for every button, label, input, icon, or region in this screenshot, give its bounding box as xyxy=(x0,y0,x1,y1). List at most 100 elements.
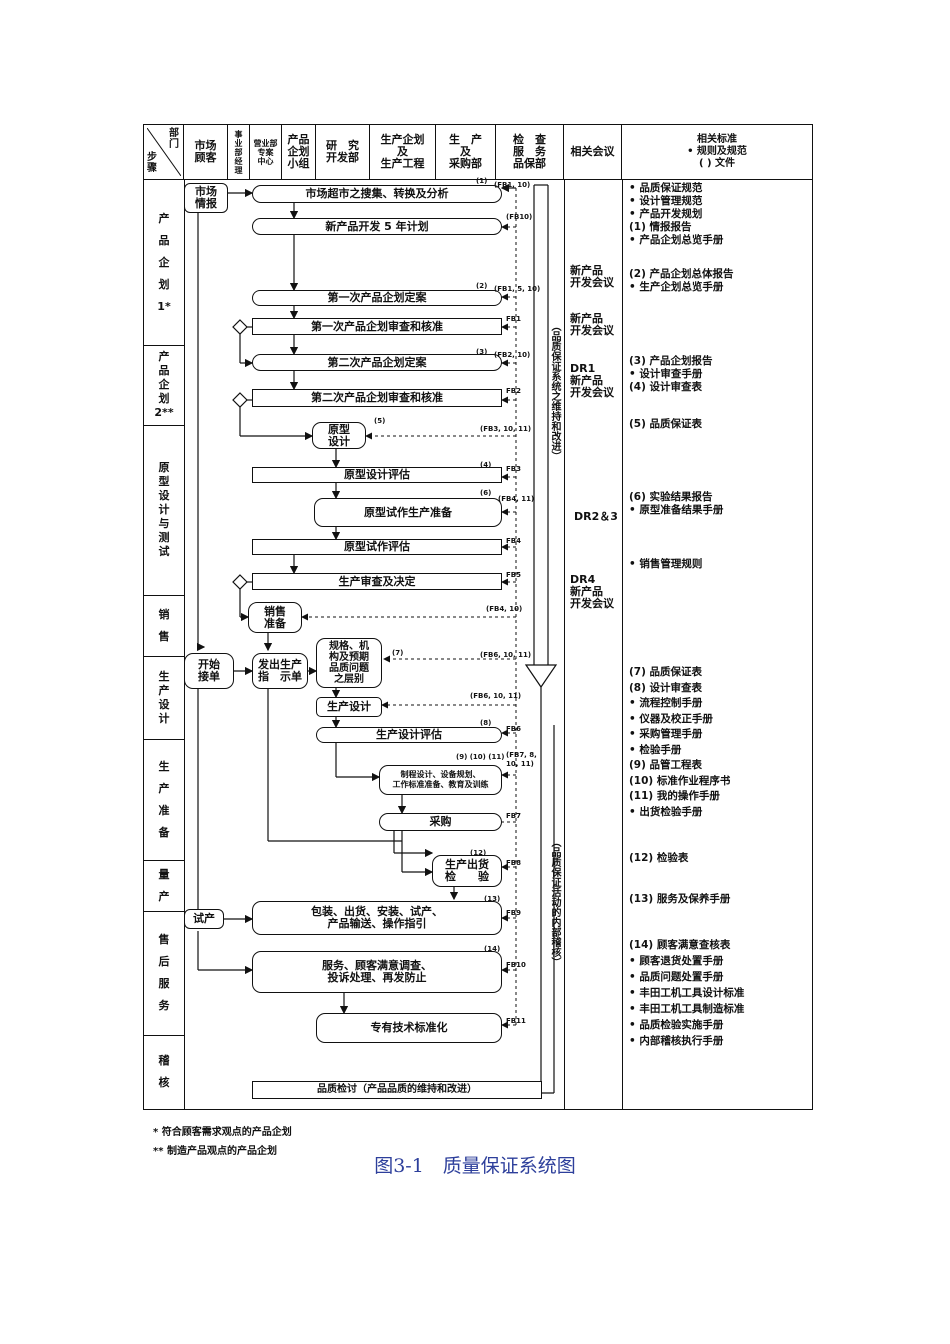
box-review-1: 第一次产品企划审查和核准 xyxy=(252,318,502,335)
header-production: 生产企划 及 生产工程 xyxy=(370,125,436,179)
phase-divider xyxy=(144,911,184,912)
ref-label: (FB3, 10, 11) xyxy=(480,425,532,433)
ref-label: (FB6, 10, 11) xyxy=(480,651,532,659)
meeting-new-product-2: 新产品 开发会议 xyxy=(570,312,614,337)
header-market: 市场 顾客 xyxy=(184,125,228,179)
box-open-order: 开始 接单 xyxy=(184,653,234,689)
ref-label: (FB6, 10, 11) xyxy=(470,692,522,700)
ref-label: (FB1, 10) xyxy=(494,181,531,189)
box-review-2: 第二次产品企划审查和核准 xyxy=(252,389,502,407)
ref-label: FB10 xyxy=(506,961,526,969)
standards-group-9: (13) 服务及保养手册 xyxy=(629,893,731,905)
box-trial-run: 试产 xyxy=(184,909,224,929)
quality-assurance-system-chart: 部 门 步 骤 市场 顾客 事 业 部 经 理 营业部 专案 中心 产品 企划 … xyxy=(143,124,813,1110)
phase-planning-2: 产 品 企 划 2** xyxy=(154,350,174,419)
ref-label: (9) (10) (11) xyxy=(456,753,505,761)
ref-label: (FB1, 5, 10) xyxy=(494,285,541,293)
phase-audit: 稽 核 xyxy=(158,1054,170,1089)
box-trial-prep: 原型试作生产准备 xyxy=(314,498,502,527)
phase-planning-1: 产 品 企 划 1* xyxy=(157,212,171,313)
box-facility-planning: 制程设计、设备规划、 工作标准准备、教育及训练 xyxy=(379,765,502,795)
box-collect-analysis: 市场超市之搜集、转换及分析 xyxy=(252,185,502,203)
phase-divider xyxy=(144,656,184,657)
header-planning: 产品 企划 小组 xyxy=(282,125,316,179)
meeting-new-product-1: 新产品 开发会议 xyxy=(570,264,614,289)
ref-label: FB8 xyxy=(506,859,521,867)
box-plan-2: 第二次产品企划定案 xyxy=(252,354,502,371)
standards-group-7: (7) 品质保证表 (8) 设计审查表 • 流程控制手册 • 仪器及校正手册 •… xyxy=(629,666,731,818)
header-business: 事 业 部 经 理 xyxy=(228,125,250,179)
box-shipping-inspection: 生产出货 检 验 xyxy=(432,855,502,887)
header-step: 步 骤 xyxy=(147,152,157,174)
box-production-design: 生产设计 xyxy=(316,697,382,717)
phase-mass-production: 量 产 xyxy=(158,867,170,903)
box-five-year-plan: 新产品开发 5 年计划 xyxy=(252,218,502,235)
phase-production-design: 生 产 设 计 xyxy=(158,669,170,725)
box-standardization: 专有技术标准化 xyxy=(316,1013,502,1043)
corner-diagonal xyxy=(146,127,182,177)
header-meetings: 相关会议 xyxy=(564,125,622,179)
ref-label: (8) xyxy=(480,719,492,727)
footnote-1: * 符合顾客需求观点的产品企划 xyxy=(153,1127,292,1138)
ref-label: FB4 xyxy=(506,537,521,545)
ref-label: FB6 xyxy=(506,725,521,733)
ref-label: FB2 xyxy=(506,387,521,395)
ref-label: (FB7, 8, 10, 11) xyxy=(506,751,537,768)
standards-group-2: (2) 产品企划总体报告 • 生产企划总览手册 xyxy=(629,268,734,293)
standards-group-8: (12) 检验表 xyxy=(629,852,689,864)
meetings-column-divider xyxy=(564,179,565,1109)
box-issue-order: 发出生产 指 示单 xyxy=(252,653,308,689)
phase-divider xyxy=(144,860,184,861)
box-specification: 规格、机 构及预期 品质问题 之层别 xyxy=(316,638,382,688)
ref-label: FB9 xyxy=(506,909,521,917)
box-market-info: 市场 情报 xyxy=(184,183,228,213)
ref-label: (FB2, 10) xyxy=(494,351,531,359)
ref-label: (FB4, 10) xyxy=(486,605,523,613)
standards-group-10: (14) 顾客满意查核表 • 顾客退货处置手册 • 品质问题处置手册 • 丰田工… xyxy=(629,939,745,1047)
header-research: 研 究 开发部 xyxy=(316,125,370,179)
ref-label: (7) xyxy=(392,649,404,657)
ref-label: FB1 xyxy=(506,315,521,323)
box-production-review: 生产审查及决定 xyxy=(252,573,502,590)
ref-label: (13) xyxy=(484,895,501,903)
meeting-dr2-3: DR2＆3 xyxy=(574,510,618,523)
box-plan-1: 第一次产品企划定案 xyxy=(252,290,502,306)
ref-label: FB5 xyxy=(506,571,521,579)
ref-label: FB3 xyxy=(506,465,521,473)
figure-caption: 图3-1 质量保证系统图 xyxy=(374,1155,576,1177)
ref-label: (FB10) xyxy=(506,213,533,221)
meeting-dr1: DR1 新产品 开发会议 xyxy=(570,362,614,399)
ref-label: (14) xyxy=(484,945,501,953)
box-prototype-design: 原型 设计 xyxy=(312,422,366,449)
footnote-2: ** 制造产品观点的产品企划 xyxy=(153,1146,277,1157)
phase-production-prep: 生 产 准 备 xyxy=(158,759,170,839)
standards-group-5: (6) 实验结果报告 • 原型准备结果手册 xyxy=(629,491,724,516)
box-trial-eval: 原型试作评估 xyxy=(252,539,502,555)
standards-group-1: • 品质保证规范 • 设计管理规范 • 产品开发规划 (1) 情报报告 • 产品… xyxy=(629,182,724,246)
phase-divider xyxy=(144,425,184,426)
ref-label: (6) xyxy=(480,489,492,497)
phase-divider xyxy=(144,345,184,346)
ref-label: (5) xyxy=(374,417,386,425)
ref-label: FB7 xyxy=(506,812,521,820)
ref-label: (3) xyxy=(476,348,488,356)
phase-sales: 销 售 xyxy=(158,607,170,643)
phase-divider xyxy=(144,595,184,596)
side-label-maintenance: （品质保证系统之维持和改进） xyxy=(549,321,560,461)
header-corner: 部 门 步 骤 xyxy=(144,125,184,179)
phase-divider xyxy=(144,739,184,740)
header-standards: 相关标准 • 规则及规范 ( ) 文件 xyxy=(687,134,747,169)
side-label-internal-audit: （品质保证活动的内部稽核） xyxy=(549,837,560,967)
phase-divider xyxy=(144,1035,184,1036)
meeting-dr4: DR4 新产品 开发会议 xyxy=(570,573,614,610)
standards-group-4: (5) 品质保证表 xyxy=(629,418,703,430)
phase-column-divider xyxy=(184,179,185,1109)
ref-label: (1) xyxy=(476,177,488,185)
ref-label: (12) xyxy=(470,849,487,857)
ref-label: (2) xyxy=(476,282,488,290)
box-prototype-eval: 原型设计评估 xyxy=(252,467,502,483)
ref-label: (FB4, 11) xyxy=(498,495,535,503)
standards-group-3: (3) 产品企划报告 • 设计审查手册 (4) 设计审查表 xyxy=(629,355,713,393)
standards-group-6: • 销售管理规则 xyxy=(629,558,703,570)
header-purchasing: 生 产 及 采购部 xyxy=(436,125,496,179)
